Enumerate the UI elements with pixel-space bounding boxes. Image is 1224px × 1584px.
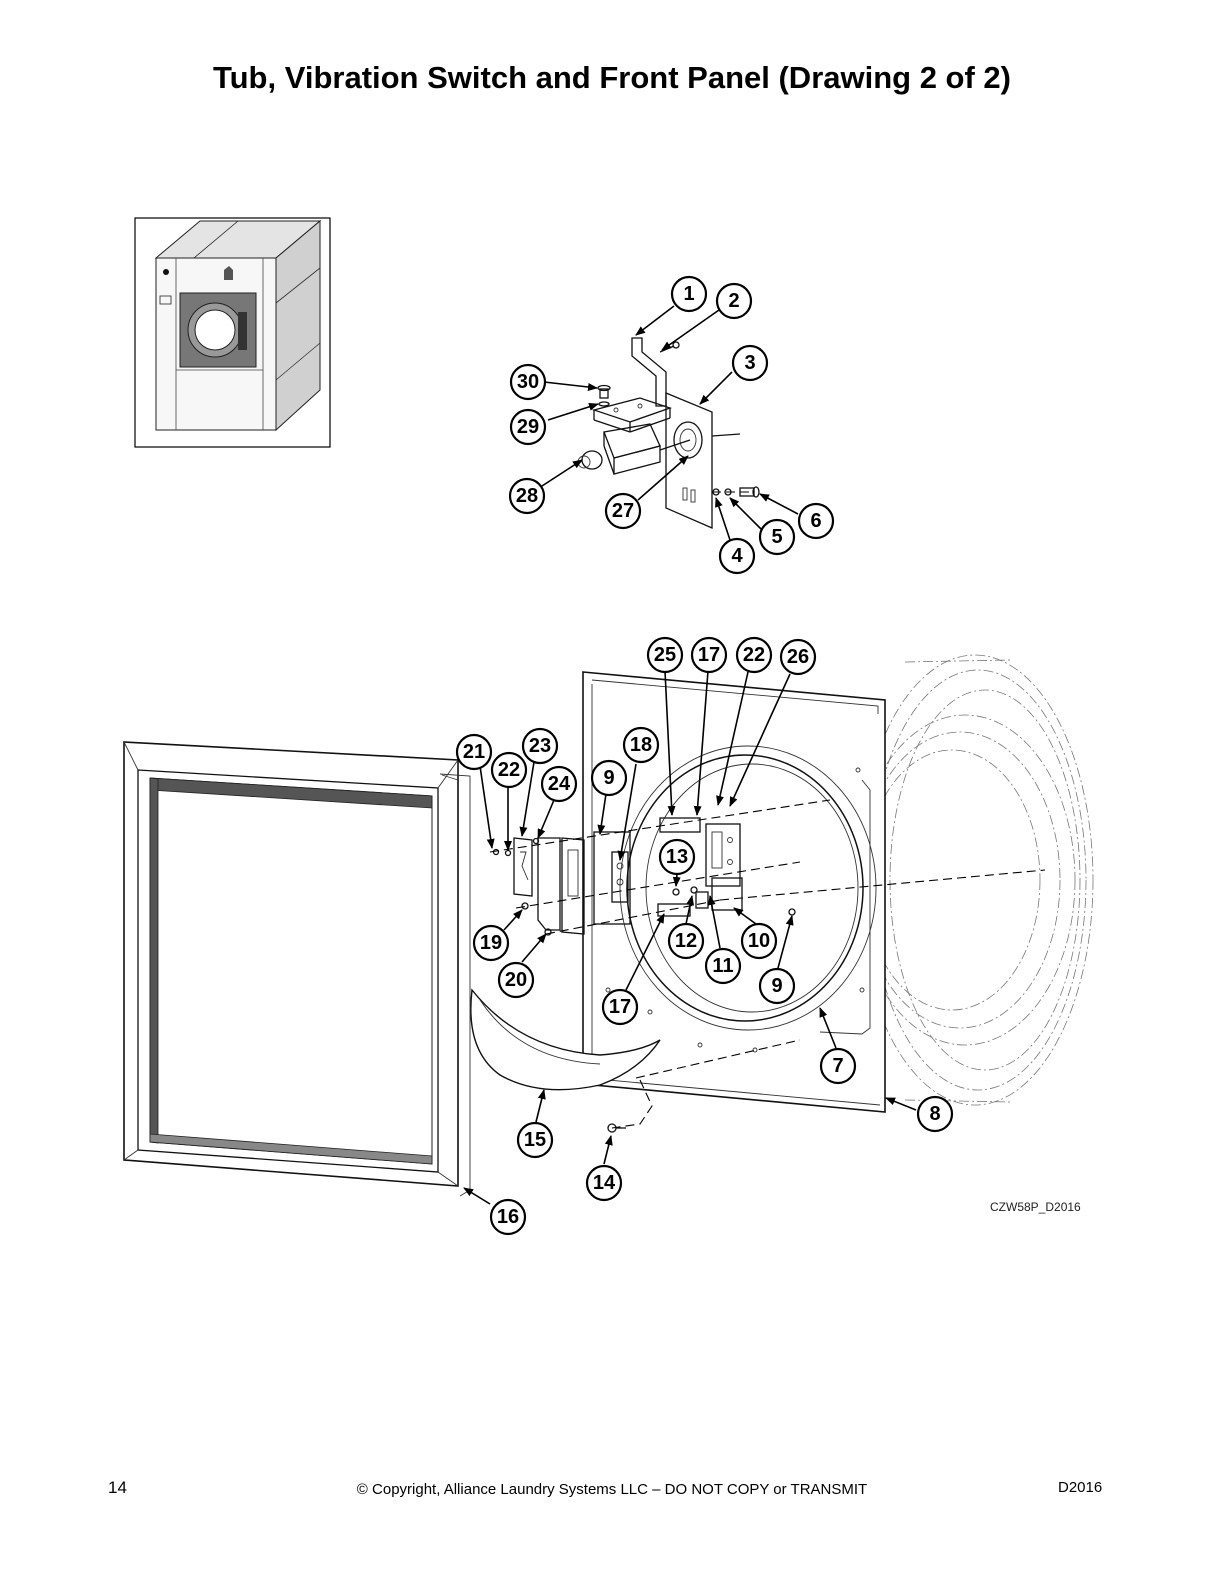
callout-8: 8 — [916, 1095, 954, 1133]
svg-text:16: 16 — [497, 1206, 519, 1228]
callout-23: 23 — [521, 727, 559, 765]
callout-26: 26 — [779, 638, 817, 676]
svg-text:11: 11 — [712, 955, 733, 977]
drawing-code: CZW58P_D2016 — [990, 1200, 1081, 1214]
svg-text:27: 27 — [612, 500, 634, 522]
callout-9-top: 9 — [590, 759, 628, 797]
callout-10: 10 — [740, 922, 778, 960]
vibration-switch-assembly — [577, 337, 760, 529]
callout-18: 18 — [622, 726, 660, 764]
svg-text:8: 8 — [929, 1103, 940, 1125]
svg-text:24: 24 — [548, 773, 571, 795]
svg-text:2: 2 — [728, 290, 739, 312]
svg-text:23: 23 — [529, 735, 551, 757]
svg-text:13: 13 — [666, 846, 688, 868]
page-number: 14 — [108, 1478, 127, 1497]
callout-20: 20 — [497, 961, 535, 999]
svg-text:28: 28 — [516, 485, 538, 507]
svg-text:21: 21 — [463, 741, 485, 763]
callout-5: 5 — [758, 518, 796, 556]
callout-27: 27 — [604, 492, 642, 530]
callout-15: 15 — [516, 1121, 554, 1159]
svg-text:30: 30 — [517, 371, 539, 393]
callout-22-top: 22 — [735, 636, 773, 674]
callout-2: 2 — [715, 282, 753, 320]
callout-1: 1 — [670, 275, 708, 313]
svg-text:7: 7 — [832, 1055, 843, 1077]
svg-text:9: 9 — [603, 767, 614, 789]
washer-thumbnail — [134, 217, 331, 448]
callout-29: 29 — [509, 408, 547, 446]
page-title: Tub, Vibration Switch and Front Panel (D… — [212, 60, 1011, 95]
callout-30: 30 — [509, 363, 547, 401]
svg-text:4: 4 — [731, 545, 743, 567]
svg-text:29: 29 — [517, 416, 539, 438]
svg-text:17: 17 — [609, 996, 631, 1018]
svg-text:3: 3 — [744, 352, 755, 374]
svg-text:10: 10 — [748, 930, 770, 952]
callout-24: 24 — [540, 765, 578, 803]
callout-17-top: 17 — [690, 636, 728, 674]
svg-text:12: 12 — [675, 930, 697, 952]
svg-text:15: 15 — [524, 1129, 546, 1151]
callout-12: 12 — [667, 922, 705, 960]
svg-text:1: 1 — [683, 283, 694, 305]
callout-9-bottom: 9 — [758, 967, 796, 1005]
callout-25: 25 — [646, 636, 684, 674]
svg-text:9: 9 — [771, 975, 782, 997]
svg-text:25: 25 — [654, 644, 676, 666]
leader-lines — [463, 305, 917, 1205]
callout-16: 16 — [489, 1198, 527, 1236]
callout-11: 11 — [704, 947, 742, 985]
document-id: D2016 — [1058, 1479, 1103, 1496]
callout-7: 7 — [819, 1047, 857, 1085]
callout-22-left: 22 — [490, 751, 528, 789]
callout-17-bottom: 17 — [601, 988, 639, 1026]
callout-14: 14 — [585, 1164, 623, 1202]
callout-28: 28 — [508, 477, 546, 515]
front-panel-assembly — [123, 654, 1094, 1197]
copyright-notice: © Copyright, Alliance Laundry Systems LL… — [356, 1481, 868, 1498]
svg-text:19: 19 — [480, 932, 502, 954]
svg-text:26: 26 — [787, 646, 809, 668]
svg-text:6: 6 — [810, 510, 821, 532]
callout-3: 3 — [731, 344, 769, 382]
svg-text:22: 22 — [743, 644, 765, 666]
callout-13: 13 — [658, 838, 696, 876]
svg-text:17: 17 — [698, 644, 720, 666]
callout-4: 4 — [718, 537, 756, 575]
svg-text:18: 18 — [630, 734, 652, 756]
svg-text:22: 22 — [498, 759, 520, 781]
callout-6: 6 — [797, 502, 835, 540]
svg-text:14: 14 — [593, 1172, 616, 1194]
svg-text:5: 5 — [771, 526, 782, 548]
callout-19: 19 — [472, 924, 510, 962]
callout-21: 21 — [455, 733, 493, 771]
svg-text:20: 20 — [505, 969, 527, 991]
